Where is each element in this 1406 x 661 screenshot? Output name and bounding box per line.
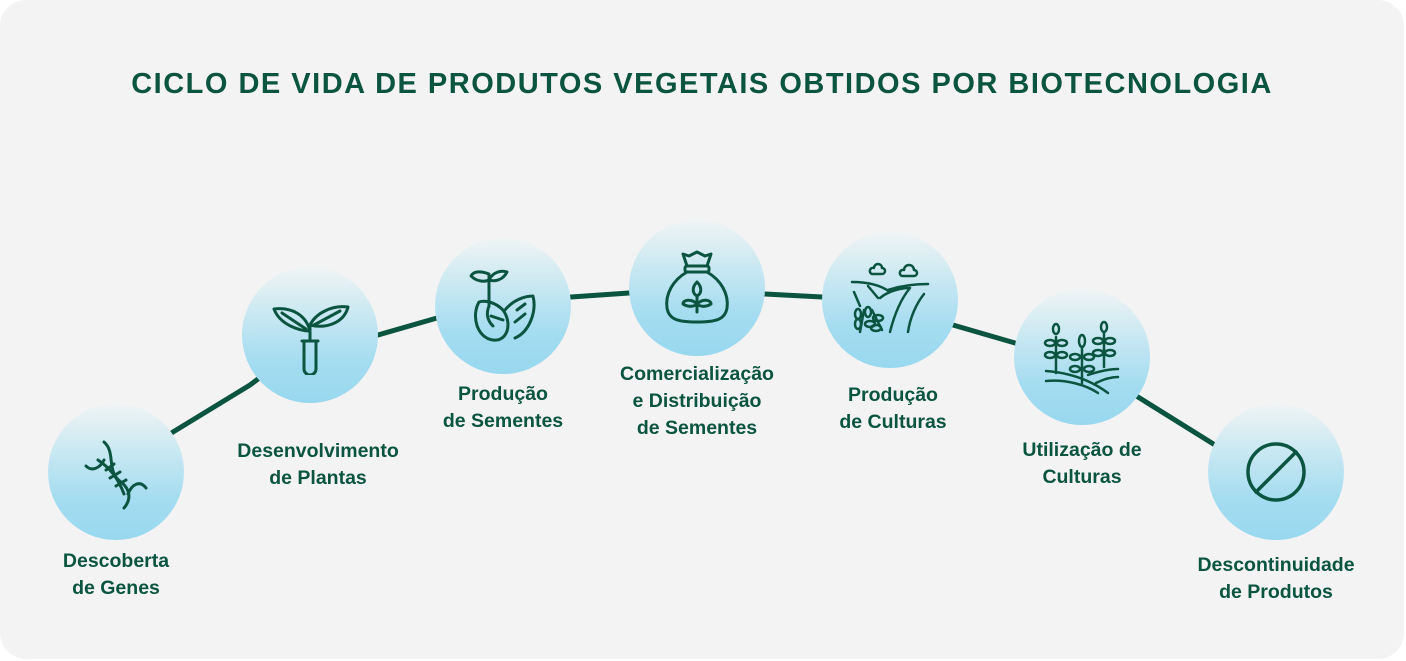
stage-crop-utilization [1014, 289, 1150, 425]
stage-plant-development [242, 267, 378, 403]
stage-label: Utilização de Culturas [1022, 439, 1142, 488]
crops-icon [1043, 320, 1120, 395]
stage-crop-production [822, 232, 958, 368]
stage-label: Comercialização e Distribuição de Sement… [620, 363, 774, 439]
stage-gene-discovery [48, 404, 184, 540]
field-crops-icon [850, 262, 930, 334]
diagram-title: CICLO DE VIDA DE PRODUTOS VEGETAIS OBTID… [131, 68, 1273, 100]
stage-label: Desenvolvimento de Plantas [237, 440, 399, 489]
stage-product-discontinuation [1208, 404, 1344, 540]
stage-label: Descontinuidade de Produtos [1197, 554, 1355, 603]
seed-sprout-icon [469, 269, 536, 342]
stage-label: Descoberta de Genes [62, 550, 170, 599]
stage-seed-production [435, 238, 571, 374]
seed-bag-icon [665, 250, 729, 324]
stage-label: Produção de Sementes [442, 383, 564, 432]
stage-seed-commercialization [629, 220, 765, 356]
dna-icon [84, 440, 148, 510]
prohibited-icon [1246, 442, 1306, 502]
stage-label: Produção de Culturas [839, 384, 947, 433]
test-tube-plant-icon [272, 305, 350, 375]
